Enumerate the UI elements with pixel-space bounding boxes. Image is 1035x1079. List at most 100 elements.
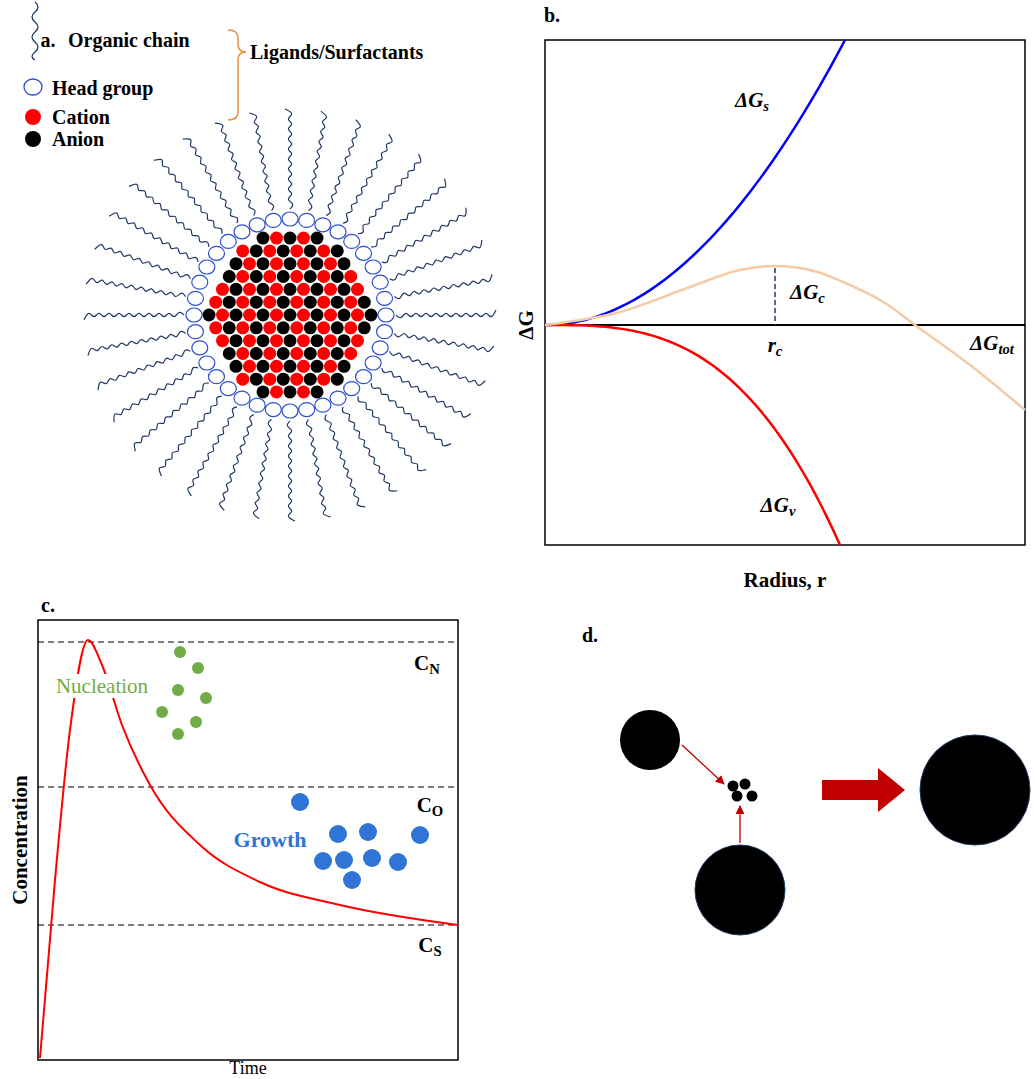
ion xyxy=(263,347,276,360)
ion xyxy=(263,244,276,257)
ion xyxy=(284,283,297,296)
ion xyxy=(277,373,290,386)
ion xyxy=(250,321,263,334)
head-group xyxy=(372,341,388,355)
ion xyxy=(290,296,303,309)
ion xyxy=(270,232,283,245)
ion xyxy=(277,244,290,257)
text-label: Time xyxy=(229,1058,266,1079)
symbol-label: ΔGc xyxy=(790,280,825,304)
ion xyxy=(311,257,324,270)
ion xyxy=(277,321,290,334)
ligand-bracket xyxy=(228,30,246,120)
ion xyxy=(297,385,310,398)
supersaturation-curve xyxy=(40,640,458,1058)
legend-label: Head group xyxy=(52,77,153,100)
ligand-chain xyxy=(159,396,222,476)
ion xyxy=(290,270,303,283)
ion xyxy=(297,309,310,322)
plot-frame xyxy=(38,620,458,1060)
ion xyxy=(351,309,364,322)
ligand-chain xyxy=(326,120,360,216)
symbol-label: ΔGv xyxy=(761,493,796,517)
ion xyxy=(317,296,330,309)
critical-radius-line xyxy=(774,268,776,325)
ion xyxy=(243,283,256,296)
volume-energy-curve xyxy=(545,325,840,545)
plot-frame xyxy=(545,40,1025,545)
ion xyxy=(324,283,337,296)
ligand-chain xyxy=(394,274,492,298)
head-group xyxy=(192,341,208,355)
concentration-curve xyxy=(40,640,458,1058)
ion xyxy=(304,244,317,257)
ion xyxy=(297,360,310,373)
ion xyxy=(257,309,270,322)
ligand-chain xyxy=(129,184,209,247)
head-group xyxy=(192,275,208,289)
ligand-chain xyxy=(215,123,255,215)
legend-label: Organic chain xyxy=(68,29,190,52)
ligand-chain xyxy=(390,240,482,280)
ion xyxy=(331,373,344,386)
symbol-label: ΔGs xyxy=(735,88,769,112)
head-group xyxy=(344,234,360,248)
ligand-chain xyxy=(308,111,326,210)
chain-sample xyxy=(32,2,38,60)
ligand-chain xyxy=(396,310,496,318)
ligand-chain xyxy=(371,383,451,446)
ion xyxy=(257,283,270,296)
surface-energy-curve xyxy=(545,40,845,325)
ion xyxy=(338,257,351,270)
head-group xyxy=(234,391,250,405)
ion xyxy=(263,270,276,283)
small-cluster xyxy=(728,779,758,802)
ligand-chain xyxy=(134,383,209,451)
ion xyxy=(284,232,297,245)
legend-label: Anion xyxy=(52,128,104,151)
ion xyxy=(297,257,310,270)
head-group xyxy=(315,398,331,412)
ion xyxy=(358,296,371,309)
head-group xyxy=(372,275,388,289)
ion xyxy=(263,296,276,309)
ion xyxy=(250,373,263,386)
threshold-line xyxy=(38,641,458,642)
ion xyxy=(317,321,330,334)
ligand-chain xyxy=(86,278,185,296)
head-group xyxy=(344,382,360,396)
ligand-chain xyxy=(188,407,237,496)
head-group xyxy=(330,225,346,239)
head-group xyxy=(330,391,346,405)
symbol-label: CO xyxy=(417,793,444,817)
ligand-chain xyxy=(390,351,486,385)
text-label: c. xyxy=(41,594,55,617)
ion xyxy=(230,360,243,373)
ligand-chain xyxy=(358,396,426,471)
ligand-chain xyxy=(109,213,198,262)
head-group xyxy=(299,403,315,417)
ion xyxy=(250,244,263,257)
ion xyxy=(284,334,297,347)
ion xyxy=(230,283,243,296)
ion xyxy=(209,321,222,334)
ion xyxy=(284,309,297,322)
nanoparticle xyxy=(84,109,496,521)
ion xyxy=(358,321,371,334)
ligand-chain xyxy=(249,113,273,211)
head-group xyxy=(249,398,265,412)
ion xyxy=(331,347,344,360)
head-group xyxy=(282,404,298,418)
head-group xyxy=(234,225,250,239)
ion xyxy=(331,244,344,257)
ligand-chain xyxy=(84,312,184,320)
ion xyxy=(344,296,357,309)
ion xyxy=(270,385,283,398)
head-group xyxy=(220,382,236,396)
ion xyxy=(365,309,378,322)
ion xyxy=(324,334,337,347)
text-label: Radius, r xyxy=(744,568,827,592)
head-group xyxy=(282,212,298,226)
ion xyxy=(257,360,270,373)
head-group xyxy=(378,308,394,322)
